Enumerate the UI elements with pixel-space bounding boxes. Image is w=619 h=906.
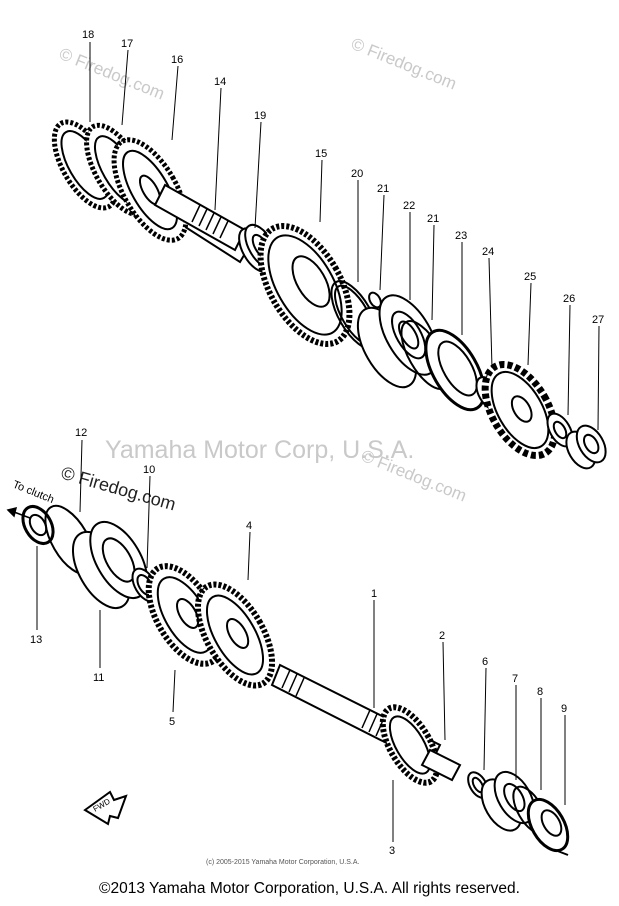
drive-axle-assembly (51, 119, 607, 470)
splines-14 (191, 204, 229, 239)
callout-9: 9 (561, 703, 567, 715)
callout-24: 24 (482, 246, 494, 258)
callout-17: 17 (121, 38, 133, 50)
main-axle-assembly (21, 504, 570, 856)
watermark-top-right: © Firedog.com (349, 34, 460, 93)
callout-18: 18 (82, 29, 94, 41)
oil-seal-23 (424, 328, 486, 412)
washer-6 (467, 771, 489, 799)
callout-7: 7 (512, 673, 518, 685)
callout-21-lower: 21 (427, 213, 439, 225)
callout-3: 3 (389, 845, 395, 857)
gear-15 (257, 223, 353, 347)
callout-25: 25 (524, 271, 536, 283)
callout-19: 19 (254, 110, 266, 122)
to-clutch-label: To clutch (11, 479, 56, 506)
watermark-center: Yamaha Motor Corp, U.S.A. (105, 436, 414, 464)
bearing-cover-9 (526, 797, 570, 853)
callout-16: 16 (171, 54, 183, 66)
callout-26: 26 (563, 293, 575, 305)
callout-10: 10 (143, 464, 155, 476)
callout-27: 27 (592, 314, 604, 326)
callout-15: 15 (315, 148, 327, 160)
callout-11: 11 (93, 672, 104, 684)
callout-14: 14 (214, 76, 226, 88)
callout-1: 1 (371, 588, 377, 600)
watermark-top-left: © Firedog.com (57, 44, 168, 103)
oil-seal-13 (21, 505, 55, 545)
gear-4 (194, 581, 276, 689)
callout-8: 8 (537, 686, 543, 698)
callout-2: 2 (439, 630, 445, 642)
callout-12: 12 (75, 427, 87, 439)
diagram-small-copyright: (c) 2005-2015 Yamaha Motor Corporation, … (206, 859, 359, 866)
callout-20: 20 (351, 168, 363, 180)
callout-23: 23 (455, 230, 467, 242)
bearing-22 (356, 294, 439, 389)
watermark-mid-left: © Firedog.com (59, 463, 178, 515)
callout-13: 13 (30, 634, 42, 646)
shaft-splines (281, 669, 385, 737)
nut-27 (565, 424, 607, 470)
callout-5: 5 (169, 716, 175, 728)
callout-numbers: 18 17 16 14 19 15 20 21 22 21 23 24 25 2… (30, 29, 604, 857)
leader-lines (36, 42, 600, 842)
forward-arrow-icon: FWD (83, 790, 128, 826)
to-clutch-arrow-icon (6, 506, 31, 519)
circlip-21a (368, 291, 382, 309)
bearing-11 (71, 521, 149, 609)
callout-4: 4 (246, 520, 252, 532)
gear-2 (379, 704, 441, 786)
callout-6: 6 (482, 656, 488, 668)
copyright-footer: ©2013 Yamaha Motor Corporation, U.S.A. A… (99, 880, 520, 897)
callout-21-upper: 21 (377, 183, 389, 195)
callout-22: 22 (403, 200, 415, 212)
sprocket-25 (481, 360, 559, 460)
